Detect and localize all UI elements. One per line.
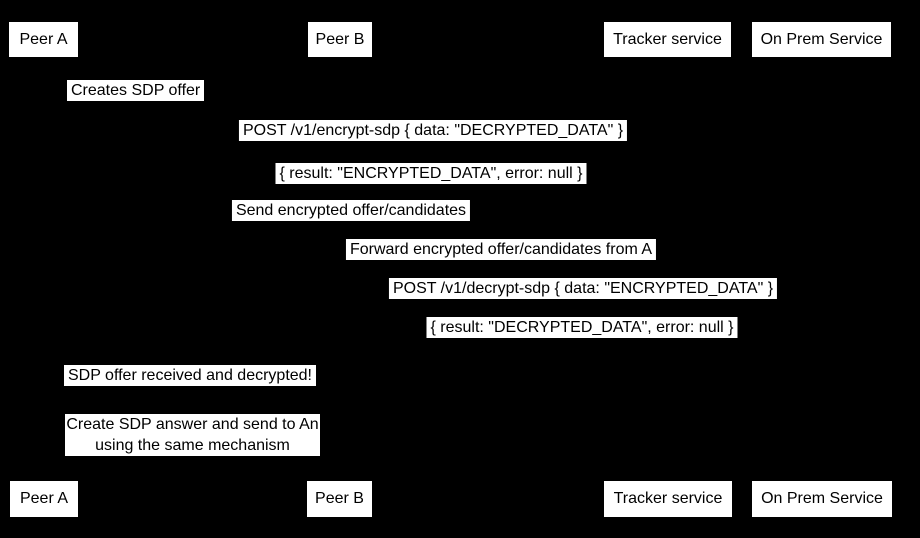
message-sdp-offer-received: SDP offer received and decrypted! <box>64 365 316 386</box>
actor-peer-a-top: Peer A <box>9 22 78 57</box>
actor-tracker-service-top: Tracker service <box>604 22 731 57</box>
actor-peer-b-bottom: Peer B <box>307 481 372 517</box>
actor-tracker-service-bottom: Tracker service <box>604 481 732 517</box>
actor-peer-b-top: Peer B <box>308 22 372 57</box>
message-creates-sdp-offer: Creates SDP offer <box>67 80 205 101</box>
note-line-2: using the same mechanism <box>95 437 290 454</box>
message-encrypt-sdp-request: POST /v1/encrypt-sdp { data: "DECRYPTED_… <box>238 120 628 141</box>
actor-on-prem-service-top: On Prem Service <box>752 22 891 57</box>
note-line-1: Create SDP answer and send to An <box>66 416 319 433</box>
message-forward-encrypted-offer: Forward encrypted offer/candidates from … <box>345 239 657 260</box>
message-decrypt-sdp-response: { result: "DECRYPTED_DATA", error: null … <box>426 317 738 338</box>
actor-on-prem-service-bottom: On Prem Service <box>752 481 892 517</box>
actor-peer-a-bottom: Peer A <box>10 481 78 517</box>
note-create-sdp-answer: Create SDP answer and send to An using t… <box>65 414 320 456</box>
message-send-encrypted-offer: Send encrypted offer/candidates <box>231 200 471 221</box>
message-decrypt-sdp-request: POST /v1/decrypt-sdp { data: "ENCRYPTED_… <box>388 278 778 299</box>
message-encrypt-sdp-response: { result: "ENCRYPTED_DATA", error: null … <box>275 163 587 184</box>
